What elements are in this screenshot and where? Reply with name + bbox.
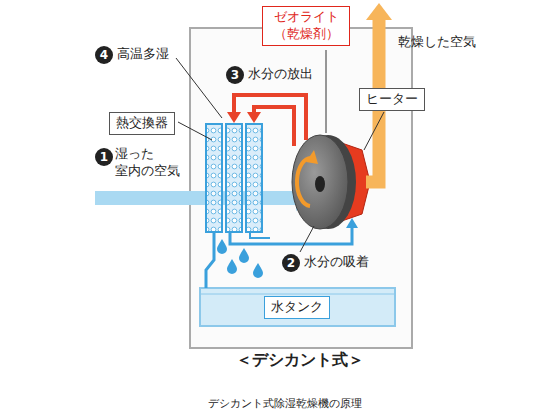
heater-label-box: ヒーター — [359, 88, 425, 111]
rotation-arrowhead — [306, 150, 318, 164]
callout-number: 4 — [95, 46, 113, 64]
callout-text: 高温多湿 — [117, 46, 169, 63]
return-air-line — [250, 232, 270, 238]
box-label: 水タンク — [271, 299, 323, 316]
callout-text: 乾燥した空気 — [398, 34, 476, 51]
callout-number: 3 — [226, 66, 244, 84]
zeolite-rotor — [292, 135, 348, 229]
dry-air-arrowhead — [366, 3, 392, 20]
moist-air-arrowhead — [247, 112, 261, 123]
water-tank-box: 水タンク — [264, 296, 330, 319]
box-label: 熱交換器 — [116, 115, 168, 132]
leader-lines — [176, 50, 384, 252]
desiccant-label-box: ゼオライト （乾燥剤） — [262, 6, 350, 46]
callout-number: 2 — [282, 254, 300, 272]
callout-text: 湿った 室内の空気 — [115, 146, 189, 180]
heat-exchanger-label-box: 熱交換器 — [109, 112, 175, 135]
return-arrowhead — [346, 218, 358, 228]
intake-air-arrow — [95, 185, 310, 211]
moist-air-arrowhead — [227, 112, 241, 123]
box-label: ヒーター — [366, 91, 418, 108]
callout-number: 1 — [95, 148, 113, 166]
water-drops — [217, 239, 263, 278]
tank-line — [200, 294, 395, 295]
heat-exchanger — [206, 124, 262, 232]
callout-text: 水分の放出 — [248, 66, 313, 83]
rotation-arrow — [297, 158, 312, 206]
rotor-hub — [315, 176, 325, 192]
diagram-title: ＜デシカント式＞ — [190, 350, 410, 371]
callout-text: 水分の吸着 — [304, 254, 369, 271]
diagram-caption: デシカント式除湿乾燥機の原理 — [165, 396, 405, 411]
tank-band — [200, 288, 395, 326]
box-label: ゼオライト （乾燥剤） — [269, 9, 343, 43]
drain-pipe — [206, 232, 214, 288]
return-air-line — [230, 226, 352, 244]
